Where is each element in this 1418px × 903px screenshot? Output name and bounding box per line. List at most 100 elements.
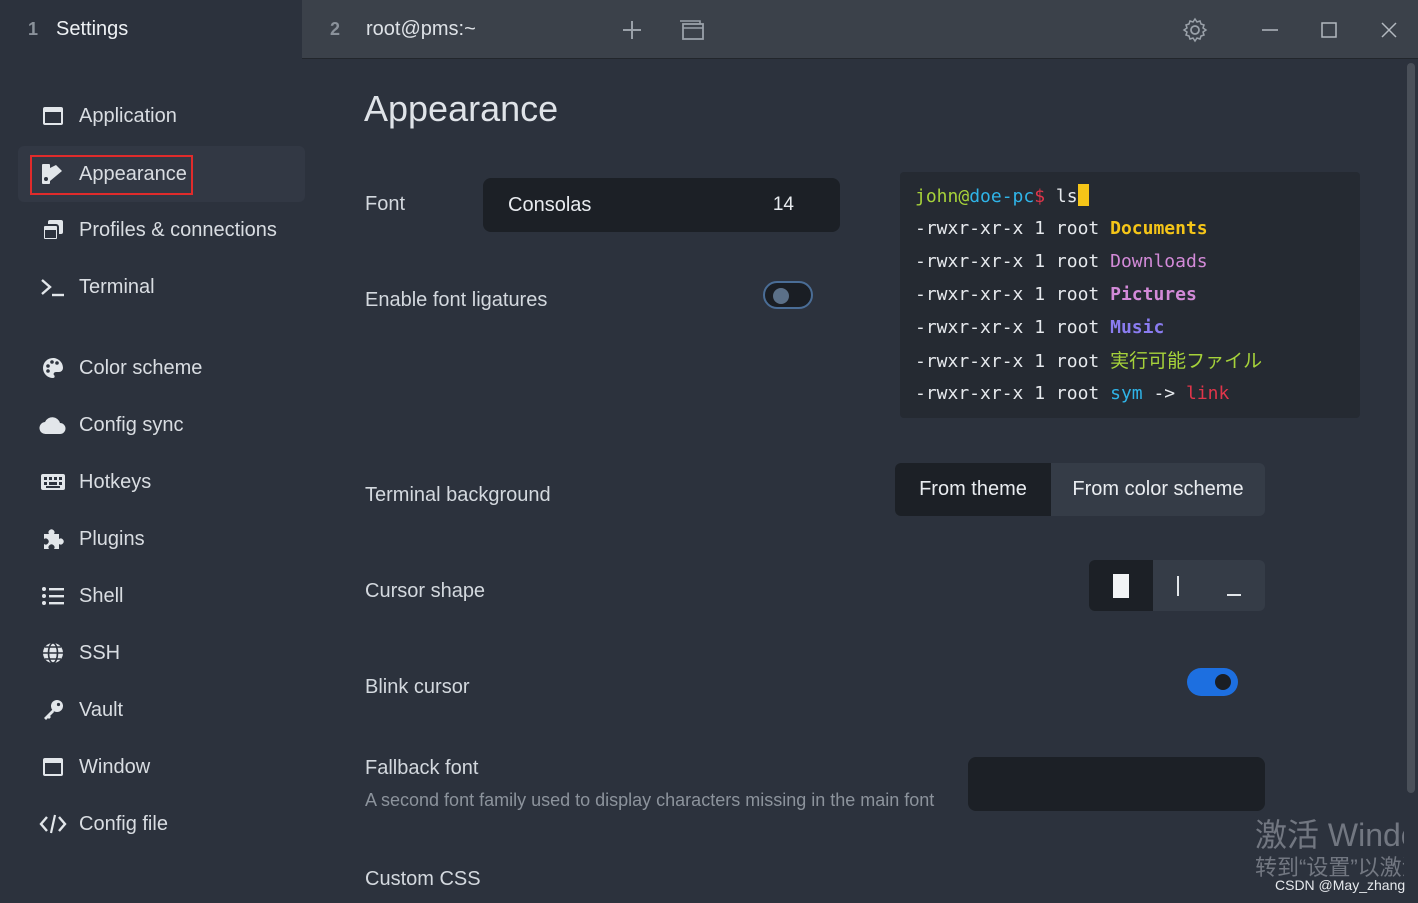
sidebar-item-appearance[interactable]: Appearance: [18, 146, 305, 202]
owner: root: [1055, 317, 1100, 338]
listing-line: -rwxr-xr-x 1 root Pictures: [915, 283, 1360, 316]
scrollbar[interactable]: [1404, 59, 1418, 903]
gear-icon[interactable]: [1179, 14, 1211, 46]
scrollbar-thumb[interactable]: [1407, 63, 1415, 793]
sidebar-item-color-scheme[interactable]: Color scheme: [18, 340, 305, 396]
listing-line: -rwxr-xr-x 1 root Documents: [915, 217, 1360, 250]
from-theme-button[interactable]: From theme: [895, 463, 1051, 516]
fallback-font-input[interactable]: [968, 757, 1265, 811]
sidebar-item-label: Plugins: [79, 527, 145, 550]
ligatures-label: Enable font ligatures: [365, 289, 548, 311]
font-size-value[interactable]: 14: [772, 194, 794, 215]
tab-number: 2: [329, 19, 340, 39]
sidebar-item-label: Config sync: [79, 413, 184, 436]
paint-icon: [38, 159, 68, 189]
listing-line: -rwxr-xr-x 1 root Music: [915, 316, 1360, 349]
terminal-icon: [38, 272, 68, 302]
close-icon[interactable]: [1373, 14, 1405, 46]
cursor-underline-button[interactable]: [1203, 560, 1265, 611]
sidebar-item-plugins[interactable]: Plugins: [18, 511, 305, 567]
cursor-shape-label: Cursor shape: [365, 580, 486, 602]
sidebar-item-application[interactable]: Application: [18, 88, 305, 144]
sidebar-item-terminal[interactable]: Terminal: [18, 259, 305, 315]
beam-cursor-icon: [1177, 575, 1179, 596]
tab-title: root@pms:~: [366, 18, 476, 40]
tab-settings[interactable]: 1 Settings: [0, 0, 302, 59]
file-name: sym: [1110, 383, 1143, 404]
owner: root: [1055, 251, 1100, 272]
owner: root: [1055, 351, 1100, 372]
sidebar-item-label: Shell: [79, 584, 124, 607]
cursor-beam-button[interactable]: [1153, 560, 1203, 611]
listing-line: -rwxr-xr-x 1 root Downloads: [915, 250, 1360, 283]
listing-line: -rwxr-xr-x 1 root 実行可能ファイル: [915, 349, 1360, 382]
owner: root: [1055, 383, 1100, 404]
sidebar-item-config-file[interactable]: Config file: [18, 796, 305, 852]
sidebar-item-shell[interactable]: Shell: [18, 568, 305, 624]
key-icon: [38, 695, 68, 725]
links: 1: [1034, 251, 1046, 272]
sidebar-item-hotkeys[interactable]: Hotkeys: [18, 454, 305, 510]
font-name-value[interactable]: Consolas: [508, 193, 592, 216]
file-name: Documents: [1110, 218, 1208, 239]
prompt-host: doe-pc: [969, 186, 1035, 207]
activation-watermark: 激活 Windo 转到“设置”以激活: [1240, 800, 1404, 903]
tab-number: 1: [27, 19, 38, 39]
keyboard-icon: [38, 467, 68, 497]
owner: root: [1055, 218, 1100, 239]
window-icon[interactable]: [676, 14, 708, 46]
symlink-arrow: ->: [1153, 383, 1176, 404]
links: 1: [1034, 284, 1046, 305]
tab-terminal[interactable]: 2 root@pms:~: [302, 0, 602, 59]
file-name: Downloads: [1110, 251, 1208, 272]
sidebar-item-window[interactable]: Window: [18, 739, 305, 795]
blink-cursor-toggle[interactable]: [1187, 668, 1238, 696]
prompt-user: john: [915, 186, 959, 207]
minimize-icon[interactable]: [1254, 14, 1286, 46]
window-icon: [38, 752, 68, 782]
symlink-target: link: [1186, 383, 1230, 404]
perms: -rwxr-xr-x: [915, 251, 1024, 272]
sidebar-item-label: Window: [79, 755, 151, 778]
code-icon: [38, 809, 68, 839]
blink-cursor-label: Blink cursor: [365, 676, 470, 698]
sidebar-item-label: Profiles & connections: [79, 218, 277, 241]
font-input[interactable]: Consolas 14: [483, 178, 840, 232]
plus-icon[interactable]: [616, 14, 648, 46]
sidebar-item-vault[interactable]: Vault: [18, 682, 305, 738]
sidebar-item-label: Application: [79, 104, 177, 127]
list-icon: [38, 581, 68, 611]
owner: root: [1055, 284, 1100, 305]
custom-css-label: Custom CSS: [365, 868, 481, 890]
cloud-icon: [38, 410, 68, 440]
links: 1: [1034, 351, 1046, 372]
file-name: 実行可能ファイル: [1110, 350, 1263, 372]
sidebar-item-label: Vault: [79, 698, 124, 721]
from-color-scheme-button[interactable]: From color scheme: [1072, 478, 1244, 500]
perms: -rwxr-xr-x: [915, 284, 1024, 305]
sidebar-item-label: Terminal: [79, 275, 155, 298]
page-title: Appearance: [364, 88, 559, 129]
cursor-shape-selector: [1089, 560, 1265, 611]
prompt-symbol: $: [1034, 186, 1046, 207]
sidebar-item-ssh[interactable]: SSH: [18, 625, 305, 681]
sidebar-item-label: Appearance: [79, 162, 187, 185]
watermark-credit: CSDN @May_zhang: [1275, 877, 1406, 893]
maximize-icon[interactable]: [1313, 14, 1345, 46]
links: 1: [1034, 383, 1046, 404]
tab-title: Settings: [56, 18, 129, 40]
sidebar-item-profiles[interactable]: Profiles & connections: [18, 202, 305, 258]
terminal-preview: john@doe-pc$ ls -rwxr-xr-x 1 root Docume…: [900, 172, 1360, 418]
perms: -rwxr-xr-x: [915, 317, 1024, 338]
ligatures-toggle[interactable]: [763, 281, 813, 309]
terminal-background-label: Terminal background: [365, 484, 551, 506]
cursor-block-button[interactable]: [1089, 560, 1153, 611]
globe-icon: [38, 638, 68, 668]
sidebar-item-config-sync[interactable]: Config sync: [18, 397, 305, 453]
file-name: Pictures: [1110, 284, 1197, 305]
links: 1: [1034, 317, 1046, 338]
perms: -rwxr-xr-x: [915, 351, 1024, 372]
fallback-font-description: A second font family used to display cha…: [365, 790, 935, 810]
toggle-knob: [773, 288, 789, 304]
sidebar-item-label: Hotkeys: [79, 470, 152, 493]
